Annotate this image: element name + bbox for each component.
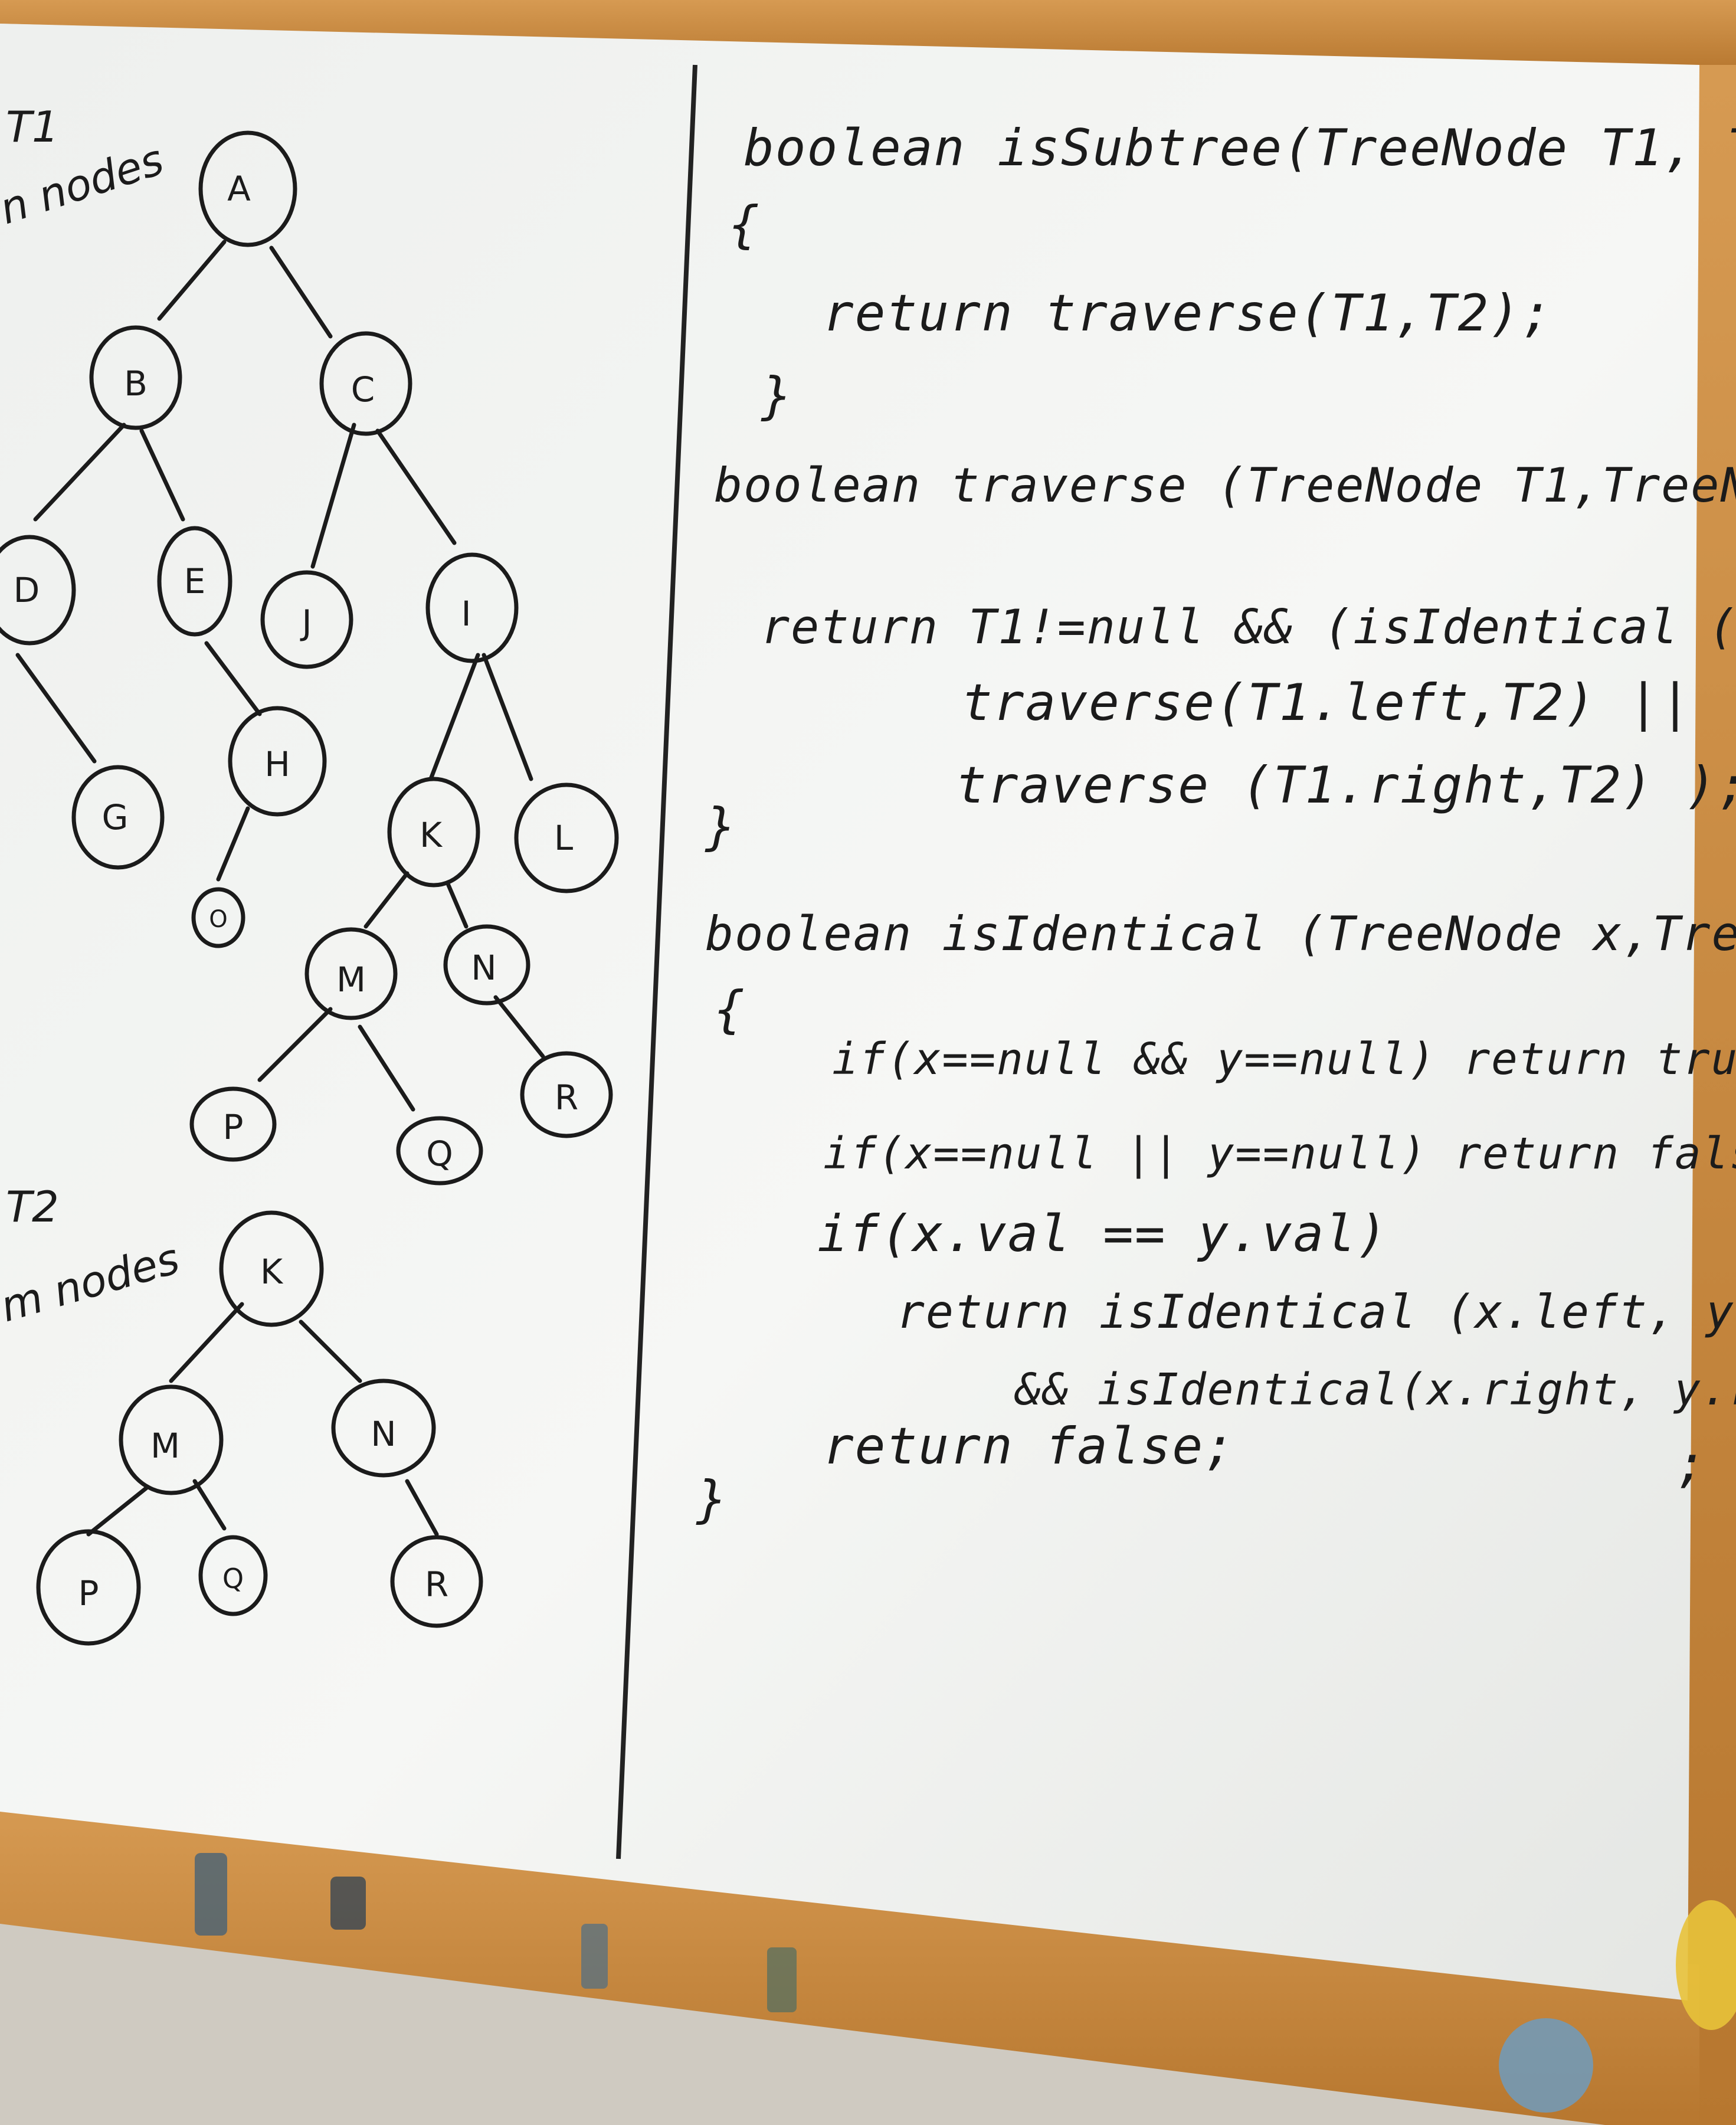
sticker-figure: [581, 1924, 608, 1989]
code-line: if(x.val == y.val): [817, 1204, 1388, 1263]
frame-top: [0, 0, 1736, 71]
tree-node: M: [304, 927, 398, 1020]
tree-node: C: [319, 331, 412, 436]
svg-text:M: M: [336, 960, 366, 1000]
svg-text:L: L: [554, 818, 573, 858]
code-line: boolean isIdentical (TreeNode x,TreeNode…: [705, 906, 1736, 961]
tree-node: R: [520, 1051, 613, 1138]
t2-edges: [86, 1302, 439, 1537]
tree-node: D: [0, 535, 76, 646]
sticker-figure: [767, 1947, 797, 2012]
code-line: boolean isSubtree(TreeNode T1, TreeNode …: [743, 119, 1736, 178]
sticker-minion: [1676, 1900, 1736, 2030]
tree-node: N: [331, 1379, 436, 1478]
code-line: }: [705, 797, 737, 856]
tree-node: E: [157, 526, 232, 637]
tree-node: K: [219, 1210, 324, 1327]
svg-text:J: J: [300, 603, 312, 643]
tree-node: B: [89, 325, 182, 430]
tree-node: N: [443, 924, 530, 1006]
sticker-figure: [330, 1877, 366, 1930]
tree-node: A: [198, 130, 297, 247]
svg-text:D: D: [14, 570, 40, 610]
whiteboard-surface: [0, 24, 1699, 2000]
svg-text:C: C: [351, 369, 375, 410]
tree-node: H: [228, 706, 327, 817]
t1-tree: A B C D E J I G H K L O M N P Q R: [0, 130, 619, 1186]
code-line: {: [714, 980, 746, 1039]
code-line: return T1!=null && (isIdentical (T1,T2) …: [761, 600, 1736, 655]
code-line: ;: [1676, 1435, 1708, 1494]
tree-node: P: [189, 1086, 277, 1162]
code-line: return false;: [823, 1417, 1236, 1476]
tree-node: Q: [396, 1116, 483, 1186]
svg-text:K: K: [420, 815, 443, 855]
svg-text:H: H: [264, 744, 290, 784]
t1-edges: [15, 240, 545, 1112]
svg-text:R: R: [425, 1564, 448, 1605]
code-line: }: [761, 366, 793, 425]
code-line: boolean traverse (TreeNode T1,TreeNode T…: [714, 458, 1736, 513]
svg-text:Q: Q: [222, 1563, 244, 1594]
svg-text:N: N: [471, 948, 496, 988]
tree-node: Q: [198, 1535, 268, 1616]
svg-text:E: E: [184, 561, 206, 601]
code-line: {: [729, 195, 761, 254]
tree-node: I: [425, 552, 519, 663]
code-line: && isIdentical(x.right, y.right): [1014, 1364, 1736, 1415]
svg-text:B: B: [124, 364, 148, 404]
code-line: }: [696, 1470, 728, 1529]
tree-node: O: [191, 887, 245, 948]
divider-line: [616, 64, 697, 1859]
t2-tree: K M N P Q R: [36, 1210, 483, 1646]
code-line: return traverse(T1,T2);: [823, 284, 1553, 343]
sticker-globe: [1499, 2018, 1593, 2113]
code-line: traverse(T1.left,T2) ||: [962, 673, 1692, 732]
t2-name-label: T2: [6, 1182, 59, 1232]
tree-node: R: [390, 1535, 483, 1628]
svg-text:O: O: [209, 906, 227, 933]
sticker-figure: [195, 1853, 227, 1936]
code-line: return isIdentical (x.left, y.left): [897, 1286, 1736, 1339]
t1-name-label: T1: [6, 102, 59, 152]
code-line: if(x==null && y==null) return true;: [832, 1034, 1736, 1085]
code-block: boolean isSubtree(TreeNode T1, TreeNode …: [696, 119, 1736, 1529]
code-line: if(x==null || y==null) return false;: [823, 1128, 1736, 1179]
svg-text:R: R: [555, 1078, 578, 1118]
svg-text:Q: Q: [426, 1134, 453, 1174]
tree-node: J: [260, 570, 353, 669]
svg-text:P: P: [78, 1573, 99, 1613]
svg-text:G: G: [102, 797, 129, 837]
tree-node: G: [71, 765, 165, 870]
svg-text:I: I: [461, 594, 471, 634]
svg-text:M: M: [150, 1426, 180, 1466]
code-line: traverse (T1.right,T2) );: [956, 756, 1736, 815]
tree-node: M: [119, 1384, 224, 1495]
svg-text:A: A: [227, 169, 251, 209]
tree-node: P: [36, 1529, 141, 1646]
svg-text:K: K: [260, 1252, 284, 1292]
tree-node: L: [514, 782, 619, 893]
frame-bottom: [0, 1806, 1699, 2125]
svg-text:P: P: [223, 1107, 244, 1147]
tree-node: K: [387, 777, 480, 888]
svg-text:N: N: [371, 1414, 396, 1454]
sticker-group: [195, 1853, 1736, 2113]
